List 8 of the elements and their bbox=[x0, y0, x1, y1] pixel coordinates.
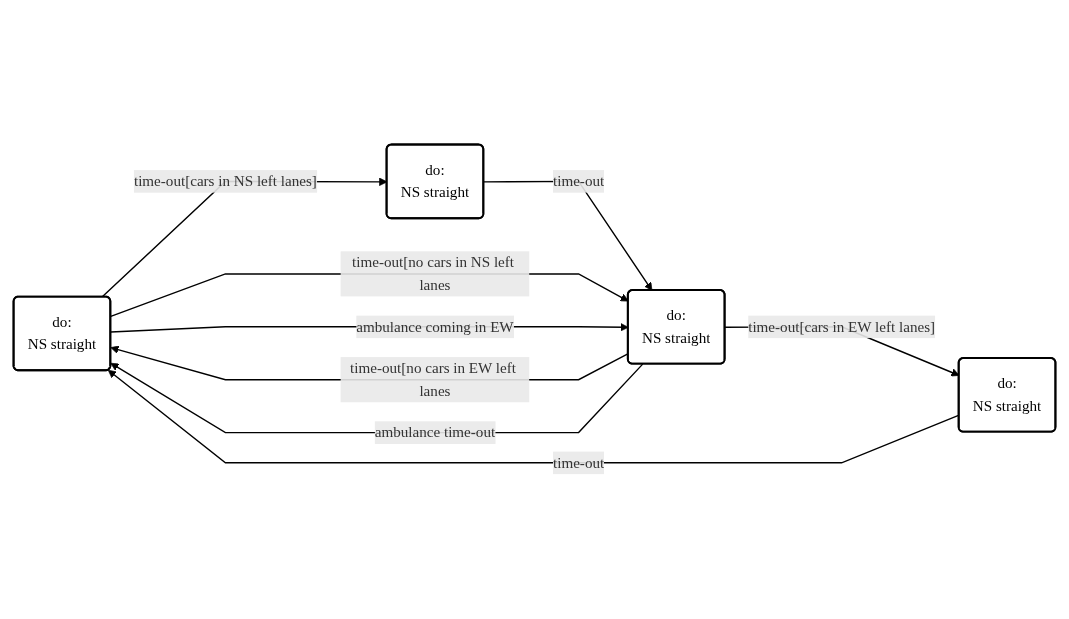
edge-label: time-out bbox=[553, 173, 605, 190]
edge-label: time-out[no cars in EW left lanes bbox=[350, 360, 517, 399]
edge-label: time-out bbox=[553, 454, 605, 471]
edge-label: ambulance time-out bbox=[374, 424, 496, 441]
edge-label: time-out[cars in EW left lanes] bbox=[748, 318, 936, 335]
edge-label: time-out[cars in NS left lanes] bbox=[133, 173, 317, 190]
edge-label: time-out[no cars in NS left lanes bbox=[352, 254, 515, 293]
edge-label: ambulance coming in EW bbox=[356, 318, 514, 335]
